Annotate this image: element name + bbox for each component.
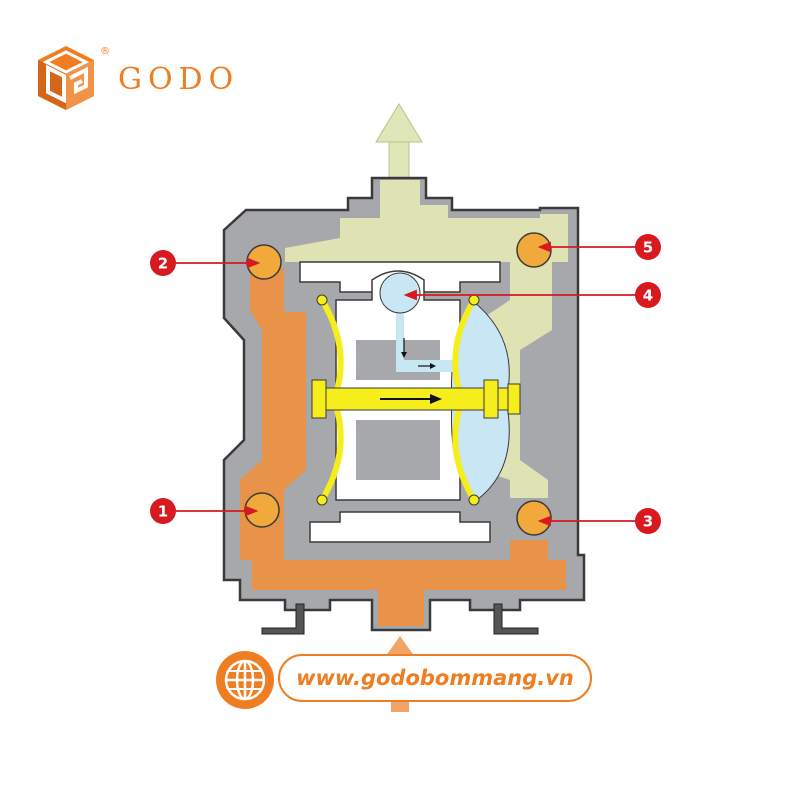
discharge-arrow-icon xyxy=(375,103,423,181)
right-foot xyxy=(493,603,539,635)
godo-cube-logo-icon: ® xyxy=(38,46,110,110)
svg-text:1: 1 xyxy=(158,503,168,521)
lower-chamber xyxy=(309,511,491,543)
brand-name: GODO xyxy=(118,62,240,97)
air-valve xyxy=(379,272,421,314)
globe-icon xyxy=(216,651,274,709)
callout-2: 2 xyxy=(150,250,176,276)
svg-text:4: 4 xyxy=(643,287,653,305)
svg-text:5: 5 xyxy=(643,239,653,257)
svg-text:3: 3 xyxy=(643,513,653,531)
callout-3: 3 xyxy=(635,508,661,534)
registered-mark: ® xyxy=(100,46,110,57)
check-ball-3 xyxy=(516,500,552,536)
svg-text:2: 2 xyxy=(158,255,168,273)
website-link[interactable]: www.godobommang.vn xyxy=(278,654,592,702)
left-foot xyxy=(261,603,305,635)
website-url: www.godobommang.vn xyxy=(296,666,574,690)
check-ball-2 xyxy=(246,244,282,280)
diaphragm-shaft xyxy=(311,379,521,419)
callout-4: 4 xyxy=(635,282,661,308)
inlet-fluid-region xyxy=(240,268,566,626)
check-ball-1 xyxy=(244,492,280,528)
callout-5: 5 xyxy=(635,234,661,260)
callout-1: 1 xyxy=(150,498,176,524)
check-ball-5 xyxy=(516,232,552,268)
